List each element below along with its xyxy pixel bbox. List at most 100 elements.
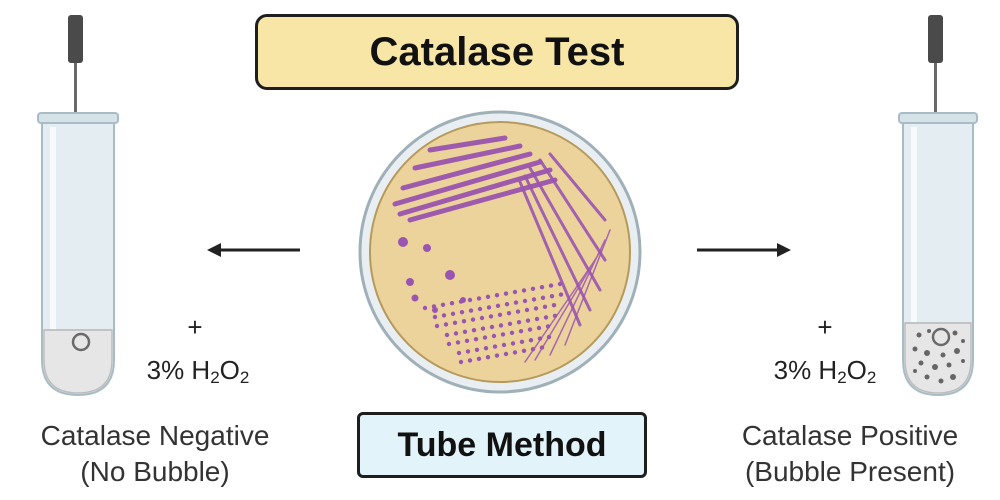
colony-dot — [512, 289, 518, 295]
colony-dot — [509, 330, 515, 335]
colony-dot — [546, 334, 552, 340]
colony-dot — [450, 311, 456, 316]
colony-dot — [464, 338, 470, 343]
colony-dot — [455, 340, 461, 345]
colony-dot — [542, 304, 548, 309]
colony-dot — [510, 341, 516, 346]
right-plus-sign: + — [817, 312, 833, 342]
colony-dot — [446, 341, 452, 347]
colony-dot — [440, 302, 446, 307]
colony-dot — [522, 298, 528, 304]
positive-result-title: Catalase Positive — [741, 420, 959, 451]
colony-dot — [519, 339, 525, 344]
colony-dot — [516, 320, 522, 325]
colony-dot — [444, 332, 450, 338]
colony-dot — [527, 327, 533, 332]
colony-dot — [500, 332, 506, 337]
colony-dot — [549, 294, 555, 299]
colony-dot — [533, 306, 539, 311]
colony-dot — [441, 313, 447, 318]
colony-dot — [434, 323, 440, 329]
colony-dot — [462, 329, 468, 334]
petri-dish — [358, 110, 642, 394]
colony-dot — [486, 305, 492, 310]
left-plus-sign: + — [187, 312, 203, 342]
colony-dot — [467, 358, 473, 363]
colony-dot — [530, 347, 536, 352]
arrow-right-icon — [697, 243, 791, 257]
colony-dot — [498, 323, 504, 328]
colony-dot — [465, 349, 471, 354]
colony-dot — [504, 302, 510, 307]
colony-dot — [467, 297, 473, 303]
page-title: Catalase Test — [255, 14, 739, 90]
bubbles — [912, 329, 965, 384]
colony-dot — [477, 306, 483, 312]
colony-dot — [479, 315, 485, 321]
colony-dot — [528, 338, 534, 343]
colony-dot — [513, 300, 519, 305]
colony-dot — [468, 308, 474, 313]
positive-result-note: (Bubble Present) — [744, 456, 956, 487]
negative-result-title: Catalase Negative — [40, 420, 270, 451]
colony-dot — [525, 318, 531, 323]
colony-dot — [539, 285, 545, 290]
colony-dot — [474, 347, 480, 352]
colony-dot — [491, 333, 497, 339]
colony-dot — [537, 336, 543, 341]
colony-dot — [482, 335, 488, 340]
colony-dot — [534, 316, 540, 322]
colony-dot — [422, 305, 428, 311]
positive-test-tube — [898, 15, 978, 397]
colony-dot — [495, 303, 501, 308]
colony-dot — [489, 324, 495, 330]
colony-dot — [492, 344, 498, 349]
colony-dot — [530, 286, 536, 291]
colony-dot — [548, 283, 554, 288]
colony-dot — [494, 353, 500, 358]
colony-dot — [558, 292, 564, 297]
colony-dot — [512, 350, 518, 355]
colony-dot — [506, 311, 512, 316]
colony-dot — [485, 355, 491, 360]
colony-dot — [540, 295, 546, 300]
colony-dot — [461, 319, 467, 324]
positive-result-label: Catalase Positive (Bubble Present) — [710, 418, 990, 490]
colony-dot — [443, 322, 449, 327]
colony-dot — [539, 345, 545, 350]
negative-test-tube — [37, 15, 119, 397]
colony-dot — [431, 304, 437, 309]
method-label: Tube Method — [357, 412, 647, 478]
colony-dot — [473, 337, 479, 342]
colony-dot — [488, 314, 494, 319]
arrow-left-icon — [207, 243, 300, 257]
colony-dot — [497, 312, 503, 317]
colony-dot — [501, 342, 507, 348]
colony-dot — [458, 359, 464, 365]
colony-dot — [536, 325, 542, 331]
colony-dot — [552, 313, 558, 318]
colony-dot — [494, 293, 500, 298]
colony-dot — [449, 301, 455, 306]
colony-dot — [551, 303, 557, 308]
colony-dot — [470, 317, 476, 322]
colony-dot — [503, 351, 509, 357]
colony-dot — [543, 315, 549, 320]
colony-dot — [524, 307, 530, 313]
colony-dot — [485, 294, 491, 299]
colony-dot — [518, 329, 524, 334]
colony-dot — [515, 309, 521, 314]
colony-dot — [476, 356, 482, 361]
right-reagent-label: 3% H2O2 — [773, 355, 877, 387]
negative-result-label: Catalase Negative (No Bubble) — [15, 418, 295, 490]
colony-dot — [483, 346, 489, 351]
colony-dot — [453, 331, 459, 336]
colony-dot — [480, 326, 486, 331]
colony-dot — [503, 291, 509, 296]
colony-dot — [458, 299, 464, 304]
colony-dot — [557, 281, 563, 287]
colony-dot — [459, 310, 465, 315]
colony-dot — [521, 288, 527, 293]
colony-dot — [456, 350, 462, 356]
colony-dot — [476, 296, 482, 301]
